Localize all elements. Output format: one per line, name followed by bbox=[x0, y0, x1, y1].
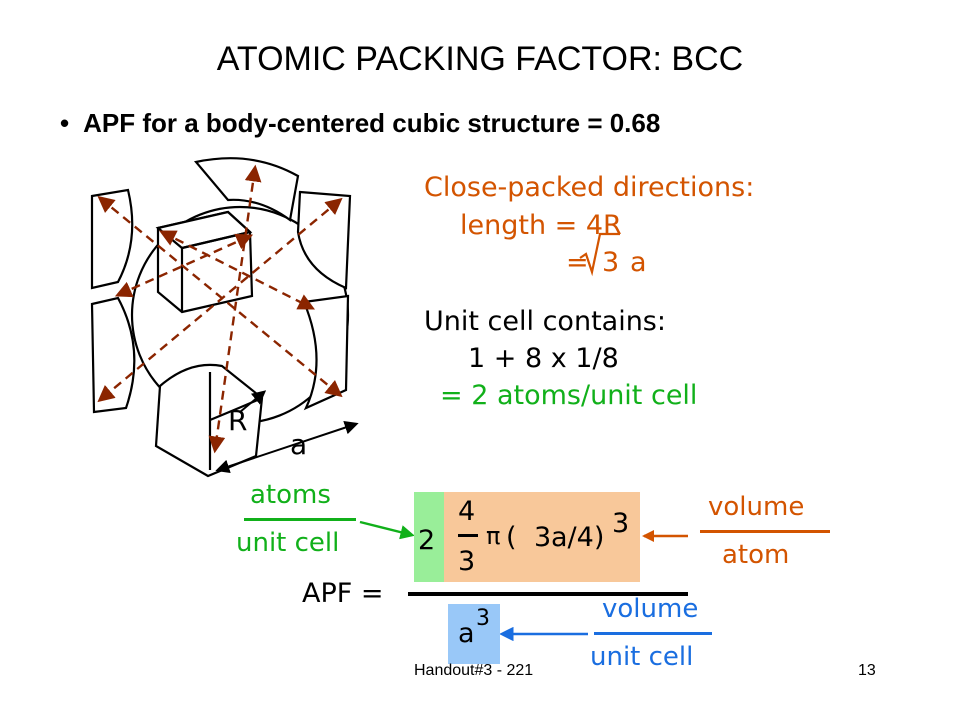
lattice-parameter-arrow bbox=[215, 420, 359, 474]
footer-handout: Handout#3 - 221 bbox=[414, 662, 534, 679]
formula-paren: ( bbox=[506, 522, 517, 553]
atom-volume-box bbox=[444, 492, 640, 582]
footer-page-number: 13 bbox=[858, 662, 876, 679]
formula-three: 3 bbox=[458, 546, 476, 577]
formula-two: 2 bbox=[418, 525, 436, 556]
four-thirds-bar bbox=[458, 534, 478, 537]
orange-arrow-head bbox=[642, 530, 654, 542]
cell-result: = 2 atoms/unit cell bbox=[440, 380, 698, 411]
green-arrow bbox=[359, 520, 415, 540]
radius-arrow bbox=[239, 390, 267, 413]
slide-title: ATOMIC PACKING FACTOR: BCC bbox=[216, 40, 744, 78]
bullet-point: • APF for a body-centered cubic structure… bbox=[60, 108, 660, 139]
atoms-denominator: unit cell bbox=[236, 528, 340, 558]
cell-count: 1 + 8 x 1/8 bbox=[468, 343, 619, 374]
a-cubed-exponent: 3 bbox=[476, 606, 490, 631]
directions-a: a bbox=[630, 247, 647, 278]
volume-cell-bar bbox=[594, 632, 712, 635]
cell-volume-box bbox=[448, 604, 500, 664]
atoms-per-cell-box bbox=[414, 492, 444, 582]
corner-atom-top-left bbox=[90, 188, 134, 290]
volume-atom-bar bbox=[700, 530, 830, 533]
sqrt-icon bbox=[579, 232, 620, 277]
bullet-dot-icon: • bbox=[60, 108, 70, 138]
apf-fraction-bar bbox=[408, 592, 688, 596]
radius-label: R bbox=[228, 404, 248, 437]
atoms-numerator: atoms bbox=[250, 480, 331, 510]
volume-numerator: volume bbox=[708, 492, 805, 522]
apf-label: APF = bbox=[302, 578, 384, 609]
formula-exponent: 3 bbox=[612, 508, 630, 539]
volume-denominator: atom bbox=[722, 540, 790, 570]
directions-length: length = 4R bbox=[460, 210, 622, 241]
formula-a-over-4: a/4) bbox=[551, 522, 605, 553]
formula-pi: π bbox=[486, 522, 501, 550]
volume-cell-numerator: volume bbox=[602, 594, 699, 624]
directions-root: 3 bbox=[602, 247, 620, 278]
formula-four: 4 bbox=[458, 496, 476, 527]
atoms-fraction-bar bbox=[244, 518, 356, 521]
cell-heading: Unit cell contains: bbox=[424, 306, 666, 337]
corner-atom-bottom-left bbox=[90, 296, 136, 414]
directions-heading: Close-packed directions: bbox=[424, 172, 755, 203]
bullet-text: APF for a body-centered cubic structure … bbox=[83, 108, 661, 138]
formula-root-three: 3 bbox=[534, 522, 552, 553]
a-cubed: a bbox=[458, 618, 475, 649]
volume-cell-denominator: unit cell bbox=[590, 642, 694, 672]
lattice-label: a bbox=[290, 428, 308, 461]
directions-eq: = bbox=[566, 247, 589, 278]
